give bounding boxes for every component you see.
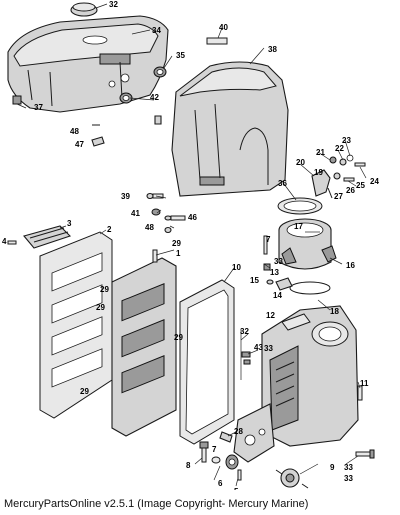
callout-9: 9 — [330, 463, 335, 472]
callout-3: 3 — [67, 219, 72, 228]
callout-37: 37 — [34, 103, 43, 112]
callout-43: 47 — [75, 140, 84, 149]
parts-13-15-sensor[interactable] — [263, 235, 293, 291]
callout-48: 48 — [145, 223, 154, 232]
part-41-gasket[interactable] — [277, 197, 323, 215]
callout-36: 32 — [109, 0, 118, 9]
leader-lines — [59, 3, 367, 487]
callout-39: 39 — [121, 192, 130, 201]
part-3-reed-block[interactable] — [23, 225, 72, 249]
callout-4: 4 — [2, 237, 7, 246]
callout-30: 33 — [274, 257, 283, 266]
intake-manifold-housing[interactable] — [233, 305, 359, 463]
part-9-sensor[interactable] — [275, 468, 309, 489]
callout-14: 14 — [273, 291, 282, 300]
callout-35: 35 — [176, 51, 185, 60]
callout-5: 5 — [234, 487, 239, 490]
part-38-lower-cowl[interactable] — [171, 61, 289, 197]
image-caption: MercuryPartsOnline v2.5.1 (Image Copyrig… — [4, 498, 309, 510]
parts-20-27-linkage[interactable] — [311, 154, 366, 199]
callout-12: 12 — [266, 311, 275, 320]
callout-29-b: 29 — [100, 285, 109, 294]
callout-23: 23 — [342, 136, 351, 145]
callout-10: 10 — [232, 263, 241, 272]
parts-5-8-28-hardware[interactable] — [199, 431, 242, 481]
parts-33-45-clips[interactable] — [241, 351, 251, 365]
part-32-bolt[interactable] — [355, 449, 375, 459]
exploded-parts-diagram: 32 34 40 35 38 42 37 48 47 23 22 21 20 1… — [2, 0, 379, 490]
callout-34: 34 — [152, 26, 161, 35]
part-1-reed-plate[interactable] — [111, 257, 177, 437]
callout-17: 17 — [294, 222, 303, 231]
callout-26: 26 — [346, 186, 355, 195]
callout-29-a: 29 — [172, 239, 181, 248]
callout-19: 19 — [314, 168, 323, 177]
callout-13: 13 — [270, 268, 279, 277]
part-12-bracket[interactable] — [281, 313, 311, 331]
part-34-cowl-cover[interactable] — [7, 15, 169, 113]
callout-40: 41 — [131, 209, 140, 218]
part-19-bolt[interactable] — [152, 249, 158, 263]
part-18-o-ring[interactable] — [289, 281, 331, 295]
callout-42: 42 — [150, 93, 159, 102]
callout-45: 43 — [254, 343, 263, 352]
callout-1: 1 — [176, 249, 181, 258]
callout-38: 38 — [268, 45, 277, 54]
callout-8: 8 — [186, 461, 191, 470]
callout-33-b: 33 — [344, 474, 353, 483]
callout-31: 32 — [240, 327, 249, 336]
callout-15: 15 — [250, 276, 259, 285]
callout-11: 11 — [360, 379, 369, 388]
part-37-fitting[interactable] — [12, 95, 27, 109]
callout-29-c: 29 — [96, 303, 105, 312]
part-36-cap[interactable] — [70, 2, 98, 17]
callout-labels: 32 34 40 35 38 42 37 48 47 23 22 21 20 1… — [2, 0, 379, 490]
part-35-grommet[interactable] — [153, 66, 167, 78]
callout-29-d: 29 — [174, 333, 183, 342]
callout-7b: 7 — [212, 445, 217, 454]
part-2-gasket-plate[interactable] — [39, 231, 113, 419]
callout-20: 20 — [296, 158, 305, 167]
part-43-44-clip[interactable] — [91, 124, 105, 147]
callout-28: 28 — [234, 427, 243, 436]
callout-18: 18 — [330, 307, 339, 316]
callout-41: 36 — [278, 179, 287, 188]
part-16-throttle-body[interactable] — [278, 218, 337, 270]
part-46-label[interactable] — [206, 37, 228, 45]
callout-24: 24 — [370, 177, 379, 186]
part-11-bolt[interactable] — [357, 385, 363, 401]
callout-46: 40 — [219, 23, 228, 32]
callout-7: 7 — [266, 235, 271, 244]
callout-6: 6 — [218, 479, 223, 488]
callout-21: 21 — [316, 148, 325, 157]
part-10-gasket-frame[interactable] — [179, 279, 235, 445]
callout-2: 2 — [107, 225, 112, 234]
callout-33-a: 33 — [264, 344, 273, 353]
callout-25: 25 — [356, 181, 365, 190]
part-42-grommets[interactable] — [119, 92, 162, 125]
callout-44: 48 — [70, 127, 79, 136]
callout-22: 22 — [335, 144, 344, 153]
callout-32: 33 — [344, 463, 353, 472]
callout-27: 27 — [334, 192, 343, 201]
callout-47: 46 — [188, 213, 197, 222]
callout-29-e: 29 — [80, 387, 89, 396]
callout-16: 16 — [346, 261, 355, 270]
part-4-screw[interactable] — [7, 240, 17, 245]
parts-39-40-47-48-fasteners[interactable] — [146, 192, 186, 234]
